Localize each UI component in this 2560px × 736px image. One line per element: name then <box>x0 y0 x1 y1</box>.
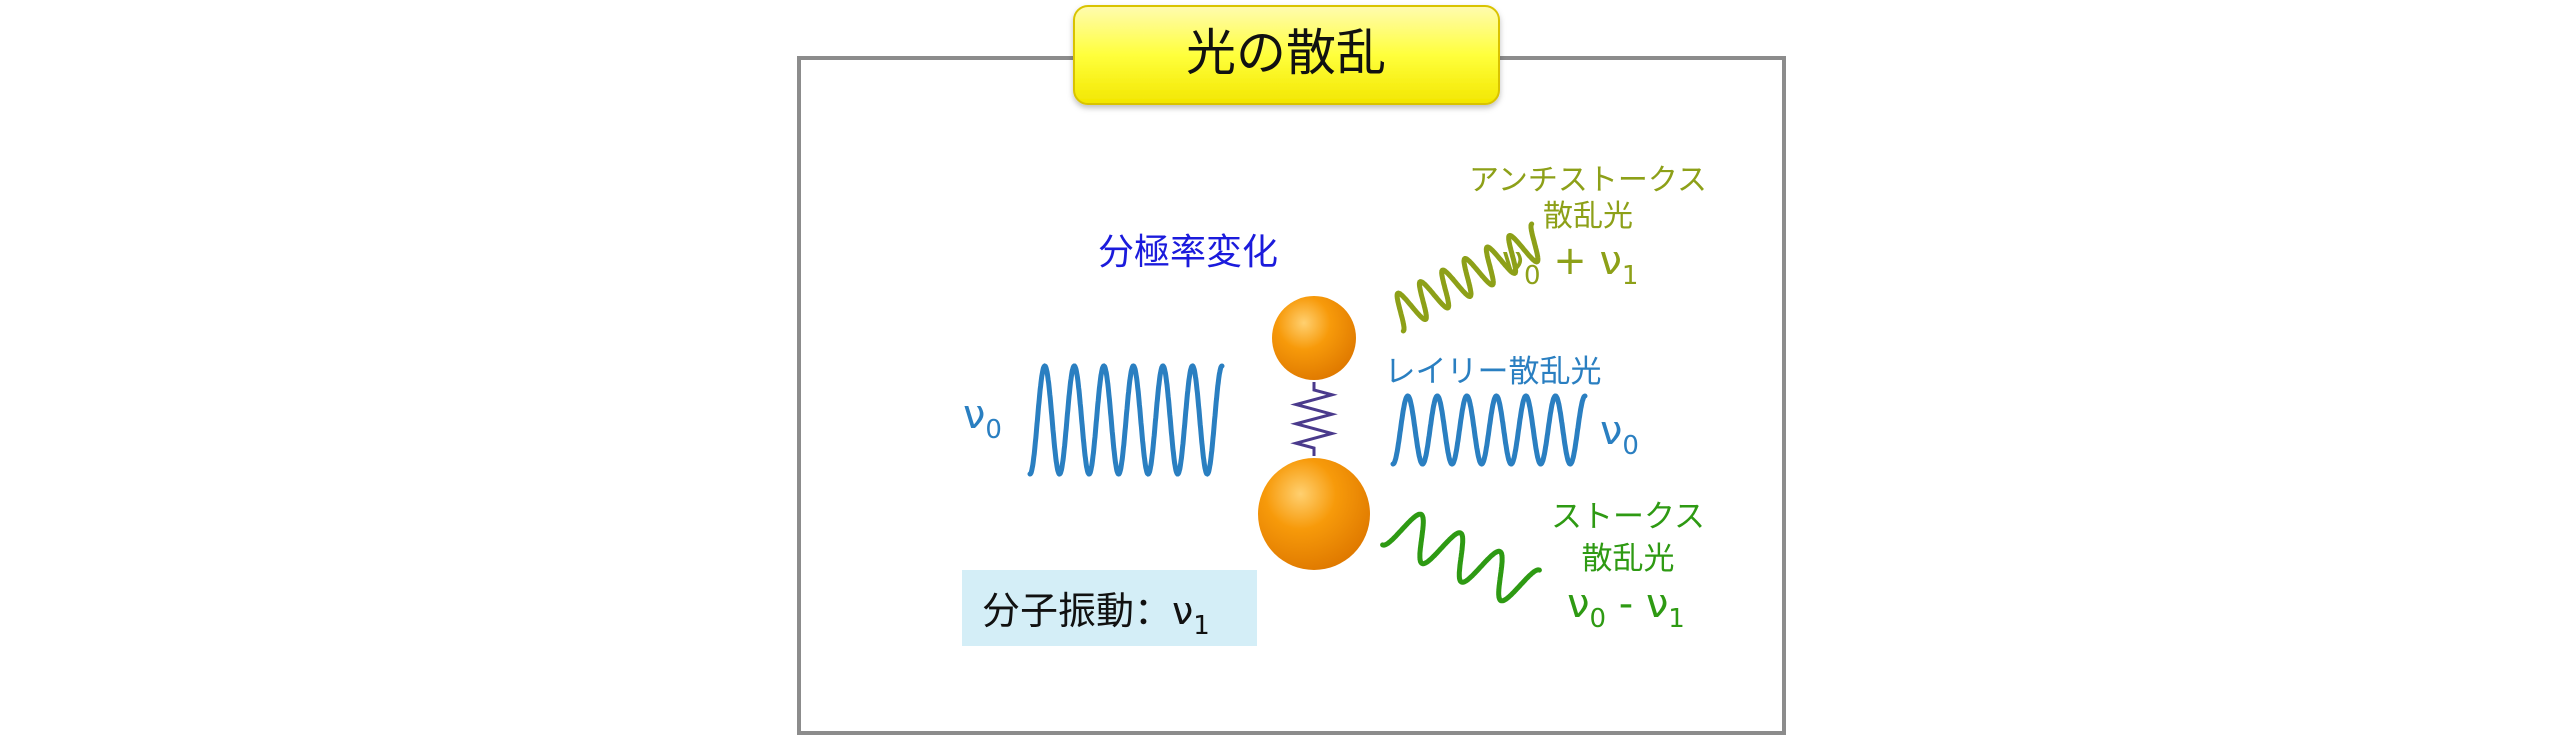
atom-bottom-sphere <box>1258 458 1370 570</box>
polarizability-label: 分極率変化 <box>1098 232 1278 273</box>
molecular-spring <box>1290 382 1338 456</box>
stokes-sublabel: 散乱光 <box>1582 541 1675 577</box>
vibration-label: 分子振動：ν1 <box>982 589 1210 641</box>
stokes-label: ストークス <box>1551 499 1705 535</box>
anti-stokes-frequency: ν0 + ν1 <box>1502 238 1639 291</box>
rayleigh-label: レイリー散乱光 <box>1385 354 1602 390</box>
stokes-wave <box>1380 511 1542 604</box>
anti-stokes-sublabel: 散乱光 <box>1543 199 1633 234</box>
diagram-frame <box>797 56 1786 735</box>
anti-stokes-wave <box>1394 221 1541 334</box>
incident-wave <box>1027 363 1225 477</box>
page-title: 光の散乱 <box>1186 24 1386 82</box>
rayleigh-nu-label: ν0 <box>1600 408 1639 461</box>
incident-nu-label: ν0 <box>963 392 1002 445</box>
rayleigh-wave <box>1390 393 1588 467</box>
vibration-box <box>962 570 1257 646</box>
atom-top-sphere <box>1272 296 1356 380</box>
title-box <box>1073 5 1500 105</box>
stokes-frequency: ν0 - ν1 <box>1567 581 1685 634</box>
anti-stokes-label: アンチストークス <box>1469 163 1707 198</box>
